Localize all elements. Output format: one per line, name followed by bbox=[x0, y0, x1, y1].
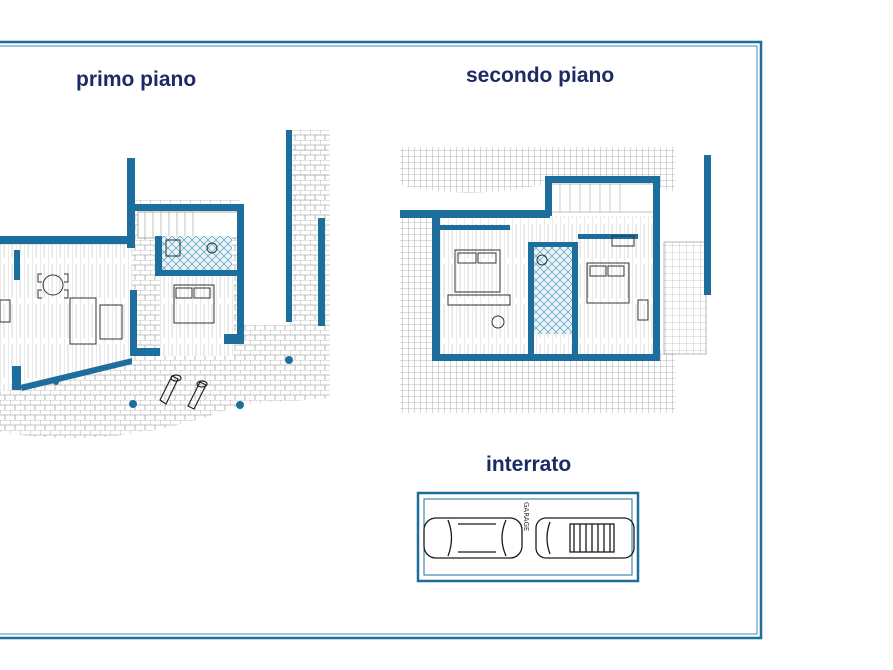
label-interrato: interrato bbox=[486, 453, 571, 476]
label-secondo-piano: secondo piano bbox=[466, 64, 614, 87]
car-right-icon bbox=[535, 517, 635, 559]
washbasin-2-icon bbox=[536, 254, 548, 266]
shower-icon bbox=[165, 239, 181, 257]
washbasin-icon bbox=[206, 242, 218, 254]
bathroom-floor bbox=[162, 236, 232, 272]
sun-loungers bbox=[159, 374, 208, 410]
roof-south bbox=[400, 350, 675, 413]
balcony bbox=[663, 241, 707, 355]
roof-west bbox=[400, 218, 432, 350]
roof-north bbox=[400, 147, 675, 193]
sheet-frame-inner bbox=[0, 45, 758, 635]
label-primo-piano: primo piano bbox=[76, 68, 196, 91]
car-left-icon bbox=[423, 517, 523, 559]
living-room-floor bbox=[0, 245, 132, 392]
bed-3-icon bbox=[586, 262, 630, 304]
bed-2-icon bbox=[454, 249, 501, 293]
wardrobe-icon bbox=[447, 294, 511, 306]
sofa-icon bbox=[69, 297, 97, 345]
coffee-table-icon bbox=[99, 304, 123, 340]
dining-table-icon bbox=[42, 274, 64, 296]
chair-icon bbox=[491, 315, 505, 329]
furniture-primo-piano bbox=[0, 239, 218, 345]
plan-interrato: GARAGE bbox=[416, 491, 640, 583]
bedroom-floor bbox=[160, 276, 234, 356]
planter-dots bbox=[53, 356, 293, 409]
bathroom-2-floor bbox=[532, 244, 572, 334]
plan-primo-piano bbox=[0, 130, 330, 438]
furniture-secondo-piano bbox=[447, 235, 649, 329]
staircase-2 bbox=[549, 183, 659, 213]
bed-icon bbox=[173, 284, 215, 324]
walls-primo-piano bbox=[0, 130, 325, 391]
plan-secondo-piano bbox=[400, 147, 711, 413]
walls-secondo-piano bbox=[400, 155, 711, 361]
garage-label: GARAGE bbox=[522, 502, 530, 531]
garage-outline bbox=[416, 491, 640, 583]
sheet-frame bbox=[0, 40, 763, 640]
